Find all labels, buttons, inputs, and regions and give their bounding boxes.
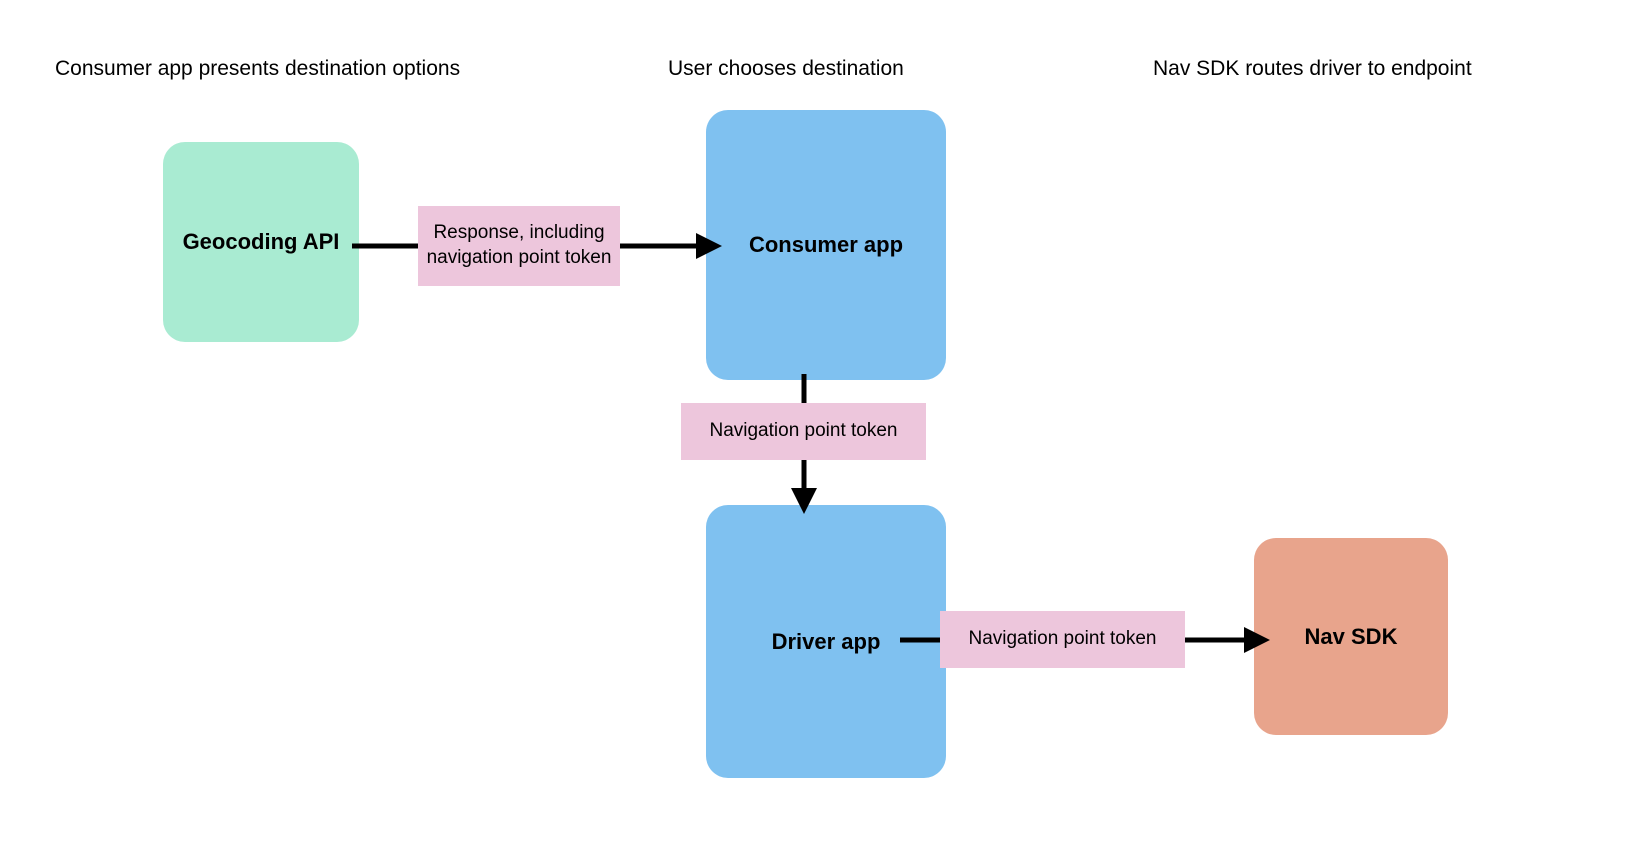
column-header-nav-sdk: Nav SDK routes driver to endpoint	[1153, 57, 1472, 80]
edge-label-navigation-point-token-driver-to-navsdk: Navigation point token	[940, 611, 1185, 668]
edge-label-nav-token-bottom-text: Navigation point token	[968, 628, 1157, 650]
node-geocoding-api-label: Geocoding API	[182, 229, 340, 254]
node-geocoding-api[interactable]: Geocoding API	[163, 142, 359, 342]
node-consumer-app-label: Consumer app	[748, 232, 904, 257]
column-header-consumer: Consumer app presents destination option…	[55, 57, 461, 80]
column-header-user: User chooses destination	[668, 57, 904, 80]
node-consumer-app[interactable]: Consumer app	[706, 110, 946, 380]
edge-label-navigation-point-token-consumer-to-driver: Navigation point token	[681, 403, 926, 460]
node-nav-sdk-label: Nav SDK	[1304, 623, 1398, 649]
edge-label-nav-token-mid-text: Navigation point token	[709, 420, 898, 442]
edge-label-response-text: Response, including navigation point tok…	[426, 222, 612, 268]
edge-label-response-including-navigation-point-token: Response, including navigation point tok…	[418, 206, 620, 286]
node-driver-app-label: Driver app	[771, 628, 881, 654]
node-nav-sdk[interactable]: Nav SDK	[1254, 538, 1448, 735]
